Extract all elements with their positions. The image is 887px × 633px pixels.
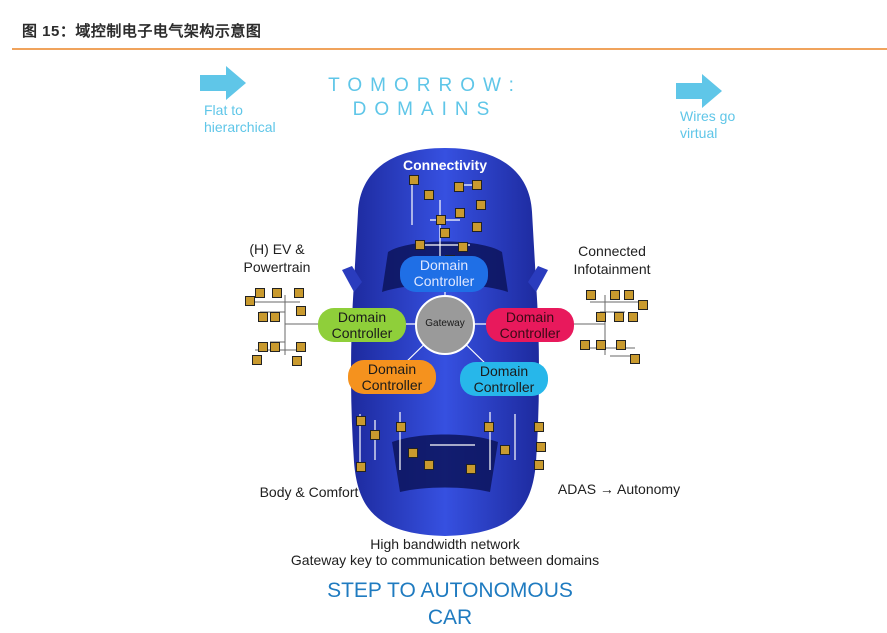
- node-marker: [436, 215, 446, 225]
- node-marker: [258, 342, 268, 352]
- adas-label: ADAS → Autonomy: [557, 481, 681, 497]
- node-marker: [396, 422, 406, 432]
- right-arrow-icon: [200, 66, 246, 100]
- title-rule: [12, 48, 887, 50]
- node-marker: [586, 290, 596, 300]
- node-marker: [270, 342, 280, 352]
- node-marker: [596, 340, 606, 350]
- domain-controller-line2: Controller: [473, 379, 535, 395]
- node-marker: [258, 312, 268, 322]
- node-marker: [638, 300, 648, 310]
- node-marker: [455, 208, 465, 218]
- node-marker: [252, 355, 262, 365]
- note-left: Flat to hierarchical: [204, 102, 276, 136]
- note-right-line1: Wires go: [680, 108, 736, 124]
- node-marker: [500, 445, 510, 455]
- gateway-label: Gateway: [425, 318, 465, 329]
- node-marker: [466, 464, 476, 474]
- node-marker: [614, 312, 624, 322]
- domain-controller-connectivity: Domain Controller: [400, 256, 488, 292]
- domain-controller-line1: Domain: [479, 363, 529, 379]
- infotainment-label-line1: Connected: [578, 243, 646, 259]
- bottom-title-line2: CAR: [427, 606, 473, 629]
- figure-title: 图 15：域控制电子电气架构示意图: [22, 23, 262, 40]
- node-marker: [472, 222, 482, 232]
- node-marker: [292, 356, 302, 366]
- infotainment-label-line2: Infotainment: [573, 261, 651, 277]
- gateway-node: [415, 295, 475, 355]
- node-marker: [476, 200, 486, 210]
- node-marker: [628, 312, 638, 322]
- node-marker: [616, 340, 626, 350]
- node-marker: [270, 312, 280, 322]
- network-caption-line2: Gateway key to communication between dom…: [290, 552, 600, 568]
- node-marker: [356, 416, 366, 426]
- node-marker: [296, 342, 306, 352]
- domain-controller-powertrain: Domain Controller: [318, 308, 406, 342]
- domain-controller-line2: Controller: [361, 377, 423, 393]
- network-caption: High bandwidth network Gateway key to co…: [250, 536, 640, 568]
- node-marker: [245, 296, 255, 306]
- node-marker: [424, 460, 434, 470]
- node-marker: [458, 242, 468, 252]
- domain-controller-line1: Domain: [367, 361, 417, 377]
- node-marker: [255, 288, 265, 298]
- domain-controller-infotainment: Domain Controller: [486, 308, 574, 342]
- domain-controller-adas: Domain Controller: [460, 362, 548, 396]
- node-marker: [630, 354, 640, 364]
- domain-controller-line2: Controller: [499, 325, 561, 341]
- bottom-title: STEP TO AUTONOMOUS CAR: [280, 577, 620, 631]
- infotainment-label: Connected Infotainment: [562, 242, 662, 278]
- node-marker: [370, 430, 380, 440]
- connectivity-label: Connectivity: [402, 157, 487, 173]
- node-marker: [409, 175, 419, 185]
- node-marker: [408, 448, 418, 458]
- note-left-line1: Flat to: [204, 102, 243, 118]
- node-marker: [415, 240, 425, 250]
- note-right-line2: virtual: [680, 125, 718, 141]
- bottom-title-line1: STEP TO AUTONOMOUS: [327, 579, 573, 602]
- domain-controller-line2: Controller: [331, 325, 393, 341]
- domain-controller-line1: Domain: [505, 309, 555, 325]
- node-marker: [484, 422, 494, 432]
- node-marker: [356, 462, 366, 472]
- ev-powertrain-label: (H) EV & Powertrain: [232, 240, 322, 276]
- node-marker: [296, 306, 306, 316]
- node-marker: [454, 182, 464, 192]
- ev-label-line1: (H) EV &: [249, 241, 305, 257]
- node-marker: [534, 460, 544, 470]
- note-right: Wires go virtual: [680, 108, 735, 142]
- node-marker: [580, 340, 590, 350]
- node-marker: [624, 290, 634, 300]
- domain-controller-body: Domain Controller: [348, 360, 436, 394]
- network-caption-line1: High bandwidth network: [370, 536, 520, 552]
- node-marker: [536, 442, 546, 452]
- note-left-line2: hierarchical: [204, 119, 276, 135]
- node-marker: [534, 422, 544, 432]
- body-comfort-label: Body & Comfort: [259, 484, 359, 500]
- domain-controller-line2: Controller: [413, 273, 475, 289]
- domain-controller-line1: Domain: [419, 257, 469, 273]
- ev-label-line2: Powertrain: [243, 259, 311, 275]
- diagram-canvas: Flat to hierarchical Wires go virtual TO…: [0, 50, 887, 633]
- node-marker: [272, 288, 282, 298]
- figure-header: 图 15：域控制电子电气架构示意图: [0, 0, 887, 50]
- right-arrow-icon: [676, 74, 722, 108]
- node-marker: [424, 190, 434, 200]
- node-marker: [596, 312, 606, 322]
- node-marker: [610, 290, 620, 300]
- headline-line1: TOMORROW:: [328, 75, 522, 96]
- headline-line2: DOMAINS: [352, 99, 498, 120]
- node-marker: [472, 180, 482, 190]
- node-marker: [294, 288, 304, 298]
- node-marker: [440, 228, 450, 238]
- domain-controller-line1: Domain: [337, 309, 387, 325]
